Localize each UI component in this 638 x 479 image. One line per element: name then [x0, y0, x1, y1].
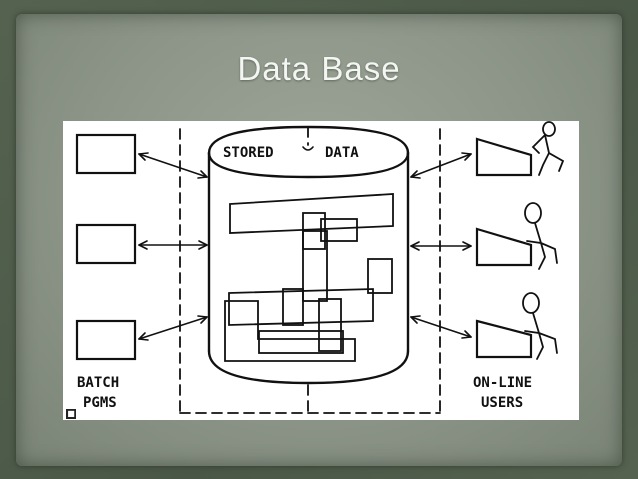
record-shape — [282, 288, 304, 326]
online-user-3 — [475, 292, 558, 360]
record-shape — [302, 230, 328, 302]
arrowhead-icon — [138, 240, 148, 250]
arrowhead-icon — [138, 332, 149, 341]
terminal-icon — [475, 227, 533, 267]
stored-records — [224, 193, 394, 362]
user-figure-icon — [531, 121, 565, 176]
dashed-boundary — [179, 126, 441, 414]
arrowhead-icon — [410, 315, 421, 324]
user-figure-icon — [524, 202, 558, 270]
online-user-2 — [475, 202, 558, 270]
arrowhead-icon — [197, 315, 208, 324]
data-label: DATA — [325, 145, 359, 161]
arrowhead-icon — [410, 170, 421, 179]
online-arrow — [410, 153, 472, 178]
online-user-1 — [475, 121, 565, 177]
batch-programs — [75, 133, 137, 361]
batch-arrow — [138, 153, 208, 178]
batch-arrow — [138, 316, 208, 340]
batch-label-line2: PGMS — [83, 395, 117, 411]
record-shape — [367, 258, 393, 294]
slide-marker-icon: ■ — [66, 409, 76, 419]
record-shape — [320, 218, 358, 242]
arrowhead-icon — [410, 241, 420, 251]
diagram-svg: STORED DATA — [75, 121, 565, 414]
batch-program-box — [75, 133, 137, 175]
label-connector — [302, 146, 314, 151]
online-arrows — [410, 152, 472, 339]
batch-program-box — [75, 223, 137, 265]
record-shape — [229, 193, 394, 234]
arrowhead-icon — [198, 240, 208, 250]
record-shape — [258, 330, 344, 354]
arrowhead-icon — [462, 241, 472, 251]
arrowhead-icon — [461, 152, 472, 161]
slide-title: Data Base — [237, 50, 401, 87]
arrowhead-icon — [461, 330, 472, 339]
stored-label: STORED — [223, 145, 274, 161]
arrowhead-icon — [197, 170, 208, 179]
batch-arrows — [138, 152, 208, 341]
online-label-line1: ON-LINE — [473, 375, 532, 391]
database-diagram: STORED DATA — [63, 121, 579, 420]
online-arrow — [410, 316, 472, 338]
arrowhead-icon — [138, 152, 149, 161]
online-label-line2: USERS — [481, 395, 523, 411]
batch-label-line1: BATCH — [77, 375, 119, 391]
terminal-icon — [475, 137, 533, 177]
user-figure-icon — [522, 292, 558, 360]
batch-program-box — [75, 319, 137, 361]
record-shape — [228, 288, 374, 326]
stored-data-cylinder — [207, 125, 410, 385]
terminal-icon — [475, 319, 533, 359]
record-shape — [224, 300, 356, 362]
record-shape — [318, 298, 342, 352]
